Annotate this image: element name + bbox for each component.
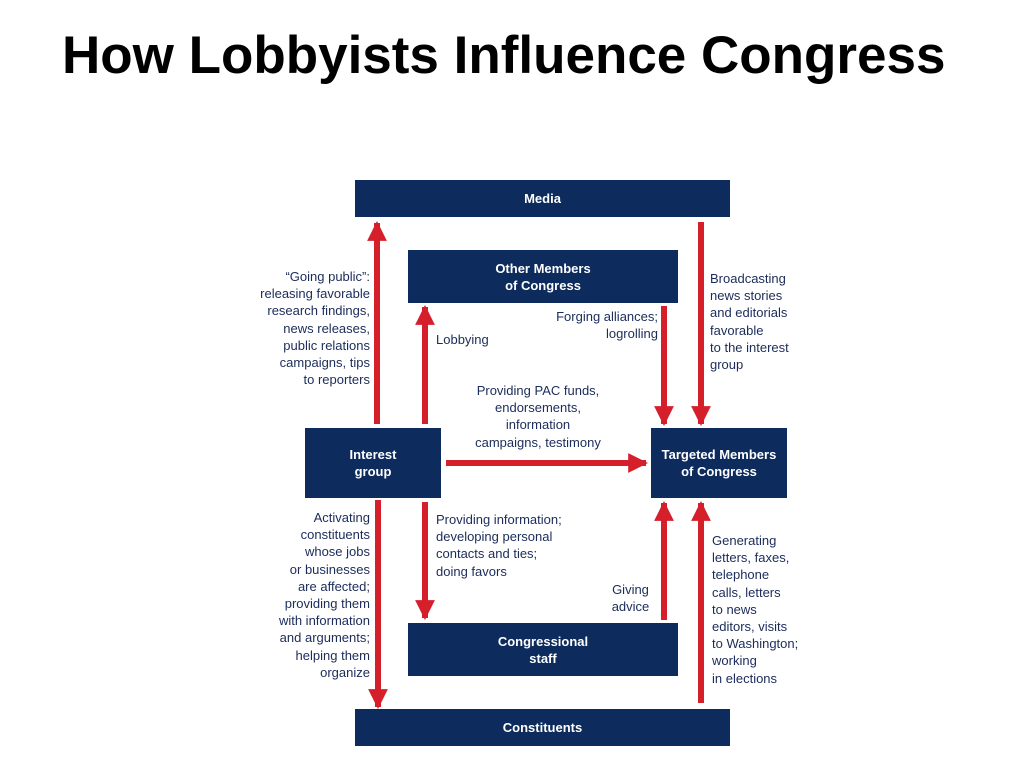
page-title: How Lobbyists Influence Congress — [62, 26, 946, 85]
label-giving-advice: Giving advice — [611, 582, 650, 615]
node-interest-group: Interest group — [305, 428, 441, 498]
node-media: Media — [355, 180, 730, 217]
label-generating-letters: Generating letters, faxes, telephone cal… — [712, 533, 799, 686]
label-lobbying: Lobbying — [436, 332, 489, 347]
node-targeted-members: Targeted Members of Congress — [651, 428, 787, 498]
node-constituents: Constituents — [355, 709, 730, 746]
label-broadcasting: Broadcasting news stories and editorials… — [710, 271, 789, 373]
label-providing-information: Providing information; developing person… — [436, 512, 562, 579]
label-pac-funds: Providing PAC funds, endorsements, infor… — [475, 383, 601, 450]
label-forging-alliances: Forging alliances; logrolling — [556, 309, 658, 342]
label-going-public: “Going public”: releasing favorable rese… — [260, 269, 370, 388]
node-other-members: Other Members of Congress — [408, 250, 678, 303]
label-activating-constituents: Activating constituents whose jobs or bu… — [278, 510, 370, 680]
node-congressional-staff: Congressional staff — [408, 623, 678, 676]
